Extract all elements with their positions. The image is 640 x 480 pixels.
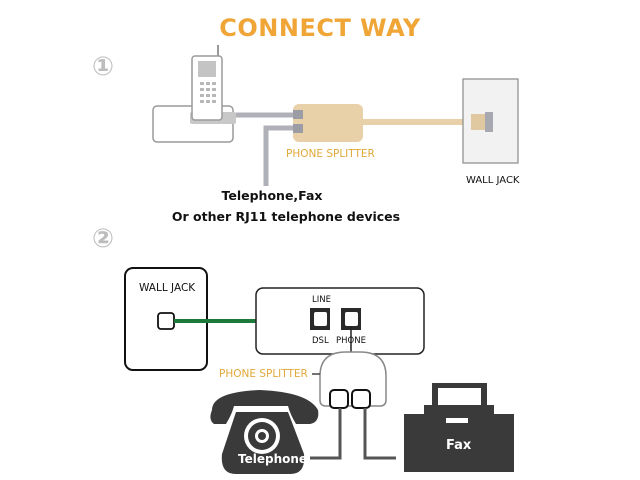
cable-to-fax: [363, 408, 396, 460]
fax-icon: [404, 383, 514, 472]
port-line-label: LINE: [312, 295, 331, 305]
cable-device-to-splitter: [263, 125, 296, 186]
cordless-handset: [191, 45, 223, 121]
wall-jack-label-2: WALL JACK: [139, 282, 196, 294]
modem: [255, 287, 425, 355]
phone-splitter-2: [319, 351, 387, 409]
wall-jack-1: [462, 78, 519, 164]
caption-line-1: Telephone,Fax: [221, 188, 323, 203]
step-2-number: ②: [92, 224, 115, 254]
wall-jack-label-1: WALL JACK: [466, 175, 520, 186]
telephone-icon: [210, 390, 319, 474]
phone-splitter: [293, 104, 363, 142]
splitter-label-2: PHONE SPLITTER: [219, 368, 308, 380]
cable-to-telephone: [310, 408, 342, 460]
splitter-label-1: PHONE SPLITTER: [286, 148, 375, 160]
caption-line-2: Or other RJ11 telephone devices: [171, 209, 401, 224]
fax-label: Fax: [446, 438, 472, 453]
telephone-label: Telephone: [238, 452, 308, 466]
wall-jack-2: [124, 267, 208, 371]
port-phone-label: PHONE: [336, 336, 366, 346]
port-dsl-label: DSL: [312, 336, 329, 346]
page-title: CONNECT WAY: [219, 14, 421, 42]
step-1-number: ①: [92, 52, 115, 82]
